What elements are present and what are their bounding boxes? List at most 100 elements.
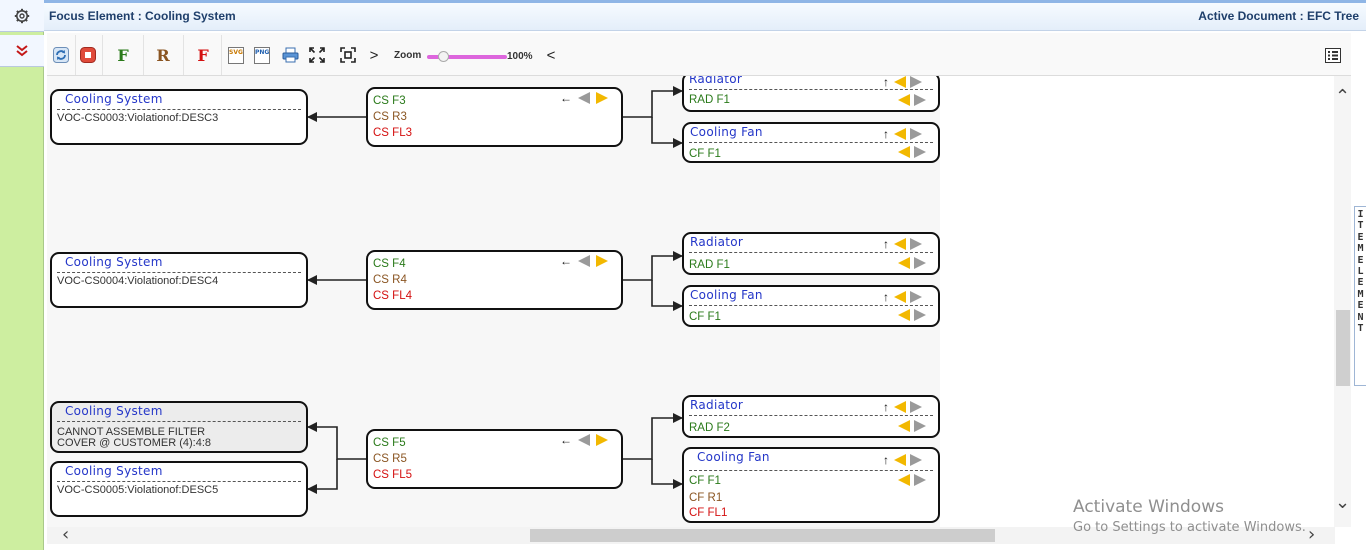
vertical-scrollbar-thumb[interactable] — [1336, 310, 1350, 386]
collapse-left-icon[interactable] — [578, 92, 590, 104]
hub-node[interactable]: CS F4 CS R4 CS FL4 ← — [366, 250, 623, 310]
print-button[interactable] — [281, 41, 299, 69]
expand-right-icon[interactable] — [914, 94, 926, 106]
child-node-radiator[interactable]: Radiator RAD F1 ↑ — [682, 76, 940, 112]
child-node-cooling-fan[interactable]: Cooling Fan CF F1 ↑ — [682, 285, 940, 327]
collapse-left-icon[interactable] — [898, 474, 910, 486]
grid-view-icon — [1325, 47, 1341, 63]
item-element-tab[interactable]: ITEM ELEMENT — [1354, 206, 1366, 386]
child-node-radiator[interactable]: Radiator RAD F1 ↑ — [682, 232, 940, 275]
stop-button[interactable] — [80, 41, 96, 69]
tree-connectors — [307, 86, 683, 494]
settings-button[interactable] — [0, 0, 44, 32]
fit-screen-button[interactable] — [339, 41, 357, 69]
child-node-cooling-fan[interactable]: Cooling Fan CF F1 CF R1 CF FL1 ↑ — [682, 447, 940, 523]
horizontal-scrollbar-thumb[interactable] — [530, 529, 995, 542]
refresh-button[interactable] — [53, 41, 69, 69]
up-arrow-icon[interactable]: ↑ — [883, 76, 889, 89]
header-bar: Focus Element : Cooling System Active Do… — [44, 0, 1366, 31]
export-png-button[interactable]: PNG — [253, 41, 271, 69]
collapse-left-icon[interactable] — [894, 291, 906, 303]
expand-right-icon[interactable] — [914, 257, 926, 269]
collapse-left-icon[interactable] — [898, 420, 910, 432]
vertical-scrollbar[interactable] — [1334, 76, 1351, 527]
node-title: Cooling Fan — [690, 288, 763, 302]
collapse-left-icon[interactable] — [898, 146, 910, 158]
collapse-left-icon[interactable] — [898, 257, 910, 269]
node-title: Cooling System — [65, 404, 163, 418]
up-arrow-icon[interactable]: ↑ — [883, 237, 889, 251]
up-arrow-icon[interactable]: ↑ — [883, 400, 889, 414]
zoom-label: Zoom — [394, 50, 422, 61]
toolbar-separator — [102, 35, 103, 75]
function-filter-button[interactable]: F — [117, 45, 129, 65]
node-title: Radiator — [689, 76, 743, 86]
expand-right-icon[interactable] — [910, 128, 922, 140]
root-node-cooling-system[interactable]: Cooling System CANNOT ASSEMBLE FILTER CO… — [50, 401, 308, 453]
up-arrow-icon[interactable]: ↑ — [883, 290, 889, 304]
expand-right-icon[interactable] — [910, 291, 922, 303]
collapse-left-icon[interactable] — [894, 238, 906, 250]
tree-canvas[interactable]: Cooling System VOC-CS0003:Violationof:DE… — [47, 76, 1335, 527]
expand-right-icon[interactable] — [914, 420, 926, 432]
hub-function: CS F4 — [373, 258, 406, 270]
node-description: VOC-CS0004:Violationof:DESC4 — [57, 275, 219, 287]
node-divider — [689, 142, 933, 143]
node-title: Cooling Fan — [690, 125, 763, 139]
row-controls — [898, 94, 926, 106]
zoom-in-arrow-button[interactable]: < — [546, 46, 556, 64]
collapse-left-icon[interactable] — [578, 434, 590, 446]
root-node-cooling-system[interactable]: Cooling System VOC-CS0004:Violationof:DE… — [50, 252, 308, 308]
expand-right-icon[interactable] — [910, 454, 922, 466]
left-arrow-icon[interactable]: ← — [560, 91, 572, 105]
toolbar-separator — [75, 35, 76, 75]
collapse-button[interactable] — [0, 35, 44, 67]
collapse-left-icon[interactable] — [898, 94, 910, 106]
failure-filter-button[interactable]: F — [197, 45, 209, 65]
collapse-left-icon[interactable] — [898, 309, 910, 321]
left-arrow-icon[interactable]: ← — [560, 254, 572, 268]
row-controls — [898, 146, 926, 158]
grid-view-button[interactable] — [1324, 41, 1342, 69]
hub-node[interactable]: CS F3 CS R3 CS FL3 ← — [366, 87, 623, 147]
expand-right-icon[interactable] — [914, 309, 926, 321]
zoom-slider-handle[interactable] — [438, 51, 449, 62]
scroll-right-arrow-icon[interactable]: › — [1308, 524, 1316, 545]
export-svg-button[interactable]: SVG — [227, 41, 245, 69]
expand-right-icon[interactable] — [910, 401, 922, 413]
collapse-left-icon[interactable] — [894, 454, 906, 466]
scroll-left-arrow-icon[interactable]: ‹ — [62, 524, 70, 545]
collapse-left-icon[interactable] — [578, 255, 590, 267]
expand-right-icon[interactable] — [596, 255, 608, 267]
collapse-left-icon[interactable] — [894, 128, 906, 140]
collapse-left-icon[interactable] — [894, 76, 906, 88]
left-arrow-icon[interactable]: ← — [560, 433, 572, 447]
scroll-down-arrow-icon[interactable]: ⌄ — [1335, 492, 1351, 513]
scroll-up-arrow-icon[interactable]: ⌃ — [1335, 86, 1351, 107]
expand-right-icon[interactable] — [914, 474, 926, 486]
zoom-out-arrow-button[interactable]: > — [369, 46, 379, 64]
activation-watermark: Activate Windows Go to Settings to activ… — [1073, 497, 1306, 535]
up-arrow-icon[interactable]: ↑ — [883, 453, 889, 467]
node-description: CANNOT ASSEMBLE FILTER — [57, 426, 206, 438]
expand-right-icon[interactable] — [914, 146, 926, 158]
hub-function: CS F3 — [373, 95, 406, 107]
hub-node[interactable]: CS F5 CS R5 CS FL5 ← — [366, 429, 623, 489]
expand-button[interactable] — [308, 41, 326, 69]
row-controls — [898, 309, 926, 321]
node-divider — [57, 481, 301, 482]
requirement-filter-button[interactable]: R — [156, 45, 170, 65]
zoom-slider[interactable] — [427, 55, 507, 59]
hub-failure: CS FL3 — [373, 127, 412, 139]
child-node-cooling-fan[interactable]: Cooling Fan CF F1 ↑ — [682, 122, 940, 163]
expand-right-icon[interactable] — [910, 238, 922, 250]
expand-right-icon[interactable] — [910, 76, 922, 88]
collapse-left-icon[interactable] — [894, 401, 906, 413]
root-node-cooling-system[interactable]: Cooling System VOC-CS0005:Violationof:DE… — [50, 461, 308, 517]
expand-right-icon[interactable] — [596, 92, 608, 104]
root-node-cooling-system[interactable]: Cooling System VOC-CS0003:Violationof:DE… — [50, 89, 308, 145]
toolbar-separator — [183, 35, 184, 75]
expand-right-icon[interactable] — [596, 434, 608, 446]
up-arrow-icon[interactable]: ↑ — [883, 127, 889, 141]
child-node-radiator[interactable]: Radiator RAD F2 ↑ — [682, 395, 940, 438]
